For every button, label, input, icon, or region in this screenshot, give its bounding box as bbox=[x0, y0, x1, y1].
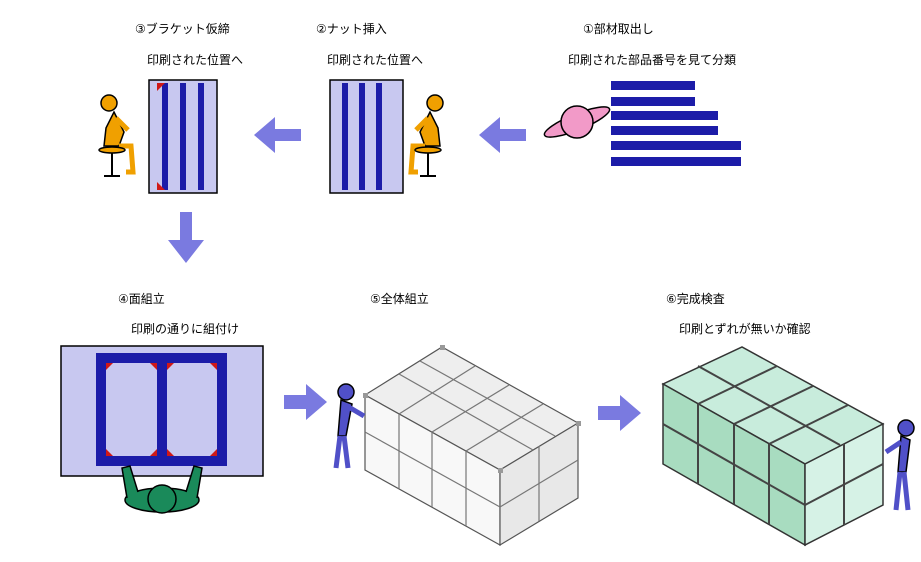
step2-title: ②ナット挿入 bbox=[316, 22, 387, 36]
step4-caption: 印刷の通りに組付け bbox=[131, 322, 240, 336]
step4-title: ④面組立 bbox=[118, 292, 165, 306]
step6-title: ⑥完成検査 bbox=[666, 292, 725, 306]
step3-caption: 印刷された位置へ bbox=[147, 53, 244, 67]
arrow-icon bbox=[254, 117, 301, 153]
person-standing-icon bbox=[333, 383, 366, 469]
person-sitting-icon bbox=[98, 94, 136, 177]
nut-panel bbox=[329, 79, 404, 194]
arrow-icon bbox=[598, 395, 641, 431]
arrow-icon bbox=[479, 117, 526, 153]
bracket-panel bbox=[148, 79, 218, 194]
step1-title: ①部材取出し bbox=[583, 22, 654, 36]
step6-caption: 印刷とずれが無いか確認 bbox=[679, 322, 811, 336]
glass-structure bbox=[661, 346, 885, 547]
frame-structure bbox=[363, 345, 581, 547]
person-sitting-icon bbox=[408, 94, 444, 177]
person-topview-icon bbox=[121, 465, 203, 514]
person-standing-icon bbox=[884, 419, 915, 511]
arrow-icon bbox=[284, 384, 327, 420]
step1-caption: 印刷された部品番号を見て分類 bbox=[568, 53, 737, 67]
parts-stack bbox=[611, 81, 741, 166]
face-assembly-panel bbox=[60, 345, 264, 477]
step5-title: ⑤全体組立 bbox=[370, 292, 429, 306]
arrow-icon bbox=[168, 212, 204, 263]
planet-icon bbox=[543, 105, 611, 139]
step3-title: ③ブラケット仮締 bbox=[135, 22, 230, 36]
step2-caption: 印刷された位置へ bbox=[327, 53, 424, 67]
